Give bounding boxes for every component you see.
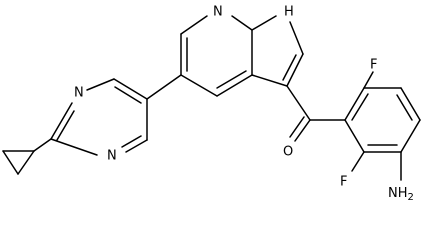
atom-label-nh2: NH2 [388, 186, 414, 204]
bond [121, 135, 142, 148]
bond [344, 87, 365, 121]
bond [400, 87, 421, 121]
bond [251, 15, 277, 31]
bond [113, 78, 148, 100]
bond [216, 74, 253, 97]
atom-label-o-carbonyl: O [283, 145, 293, 160]
bond [146, 74, 182, 100]
bond [50, 102, 73, 140]
atom-label-n-pyrimidine-bottom: N [107, 149, 117, 164]
bond [86, 78, 115, 91]
atom-label-n-pyridine: N [213, 5, 223, 20]
bond [282, 54, 297, 81]
bond [400, 119, 421, 153]
bond [396, 94, 413, 121]
bond [251, 74, 288, 87]
bond [125, 139, 148, 153]
bond [17, 150, 35, 175]
bond [363, 71, 374, 89]
atom-label-n-pyrimidine-top: N [74, 86, 84, 101]
bond [180, 15, 208, 35]
atom-label-f-bottom: F [340, 175, 347, 190]
bond [294, 119, 311, 142]
bond [289, 116, 305, 138]
chemical-structure: N H N N N O F F NH2 [2, 5, 421, 204]
bond [286, 53, 304, 87]
bond [56, 110, 75, 141]
bond [216, 70, 247, 89]
bond [286, 85, 311, 121]
atom-label-nh-pyrrole: H [284, 5, 294, 20]
bond [180, 74, 218, 97]
atom-label-f-top: F [370, 58, 377, 73]
bond [351, 151, 365, 172]
bond [289, 21, 304, 55]
bonds [2, 15, 421, 181]
bond [50, 138, 98, 156]
atom-label-nh2-subscript: 2 [408, 192, 414, 203]
bond [344, 119, 365, 153]
bond [33, 138, 52, 152]
bond [114, 86, 142, 104]
bond [351, 93, 369, 121]
bond [231, 15, 253, 31]
bond [2, 150, 19, 175]
atom-label-nh2-main: NH [388, 186, 408, 201]
atom-labels: N H N N N O F F NH2 [74, 5, 414, 204]
